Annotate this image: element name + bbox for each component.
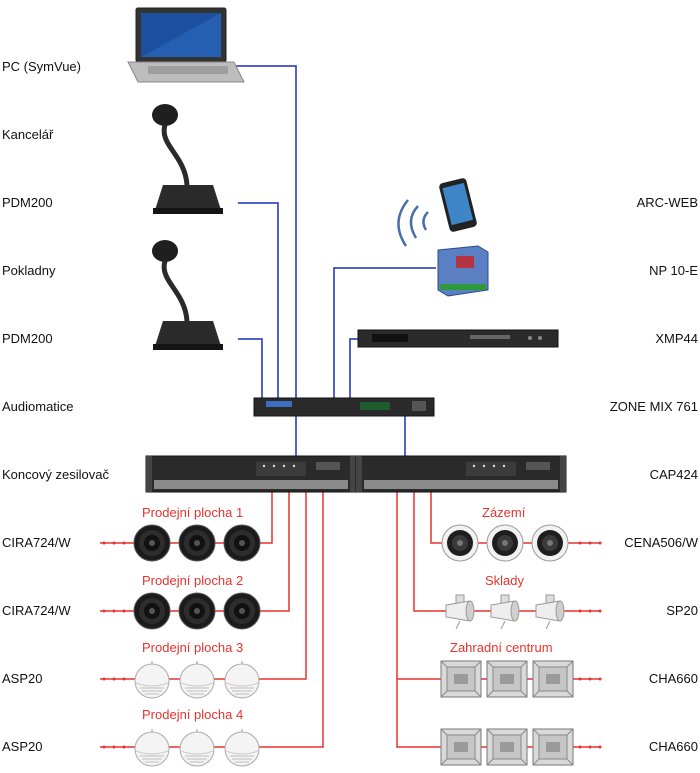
label-mic-2: PDM200 (2, 331, 53, 346)
projector-speaker-icon (445, 594, 565, 630)
zone-title: Prodejní plocha 1 (142, 505, 244, 520)
power-amplifier-icon (355, 455, 567, 493)
power-amplifier-icon (145, 455, 357, 493)
smartphone-icon (439, 178, 477, 232)
label-speaker-2: CIRA724/W (2, 603, 71, 618)
paging-microphone-icon (152, 104, 223, 214)
label-power-amp: Koncový zesilovač (2, 467, 109, 482)
rack-unit-icon (357, 329, 559, 348)
label-np10e: NP 10-E (649, 263, 698, 278)
label-speaker-4: ASP20 (2, 739, 43, 754)
ceiling-speaker-white-icon (441, 524, 569, 562)
zone-mixer-icon (253, 397, 435, 417)
label-xmp44: XMP44 (655, 331, 698, 346)
zone-title: Sklady (485, 573, 525, 588)
continuation-dots (102, 541, 602, 749)
laptop-icon (127, 7, 245, 83)
wireless-signal-icon (397, 199, 429, 247)
zone-title: Zahradní centrum (450, 640, 553, 655)
label-audiomatrix: Audiomatice (2, 399, 74, 414)
label-checkout: Pokladny (2, 263, 56, 278)
horn-speaker-icon (440, 660, 574, 766)
label-cha660-2: CHA660 (648, 739, 698, 754)
zone-title: Prodejní plocha 4 (142, 707, 244, 722)
label-speaker-1: CIRA724/W (2, 535, 71, 550)
paging-microphone-icon (152, 240, 223, 350)
zone-title: Prodejní plocha 2 (142, 573, 244, 588)
label-speaker-3: ASP20 (2, 671, 43, 686)
label-mic-1: PDM200 (2, 195, 53, 210)
network-player-icon (437, 245, 489, 297)
label-cap424: CAP424 (649, 467, 698, 482)
label-office: Kancelář (2, 127, 54, 142)
label-sp20: SP20 (666, 603, 698, 618)
zone-title: Prodejní plocha 3 (142, 640, 244, 655)
label-cha660-1: CHA660 (648, 671, 698, 686)
label-pc: PC (SymVue) (2, 59, 81, 74)
zone-title: Zázemí (482, 505, 526, 520)
label-zone-mix: ZONE MIX 761 (609, 399, 698, 414)
control-lines (232, 65, 436, 456)
label-cena506: CENA506/W (624, 535, 698, 550)
label-arc-web: ARC-WEB (636, 195, 698, 210)
